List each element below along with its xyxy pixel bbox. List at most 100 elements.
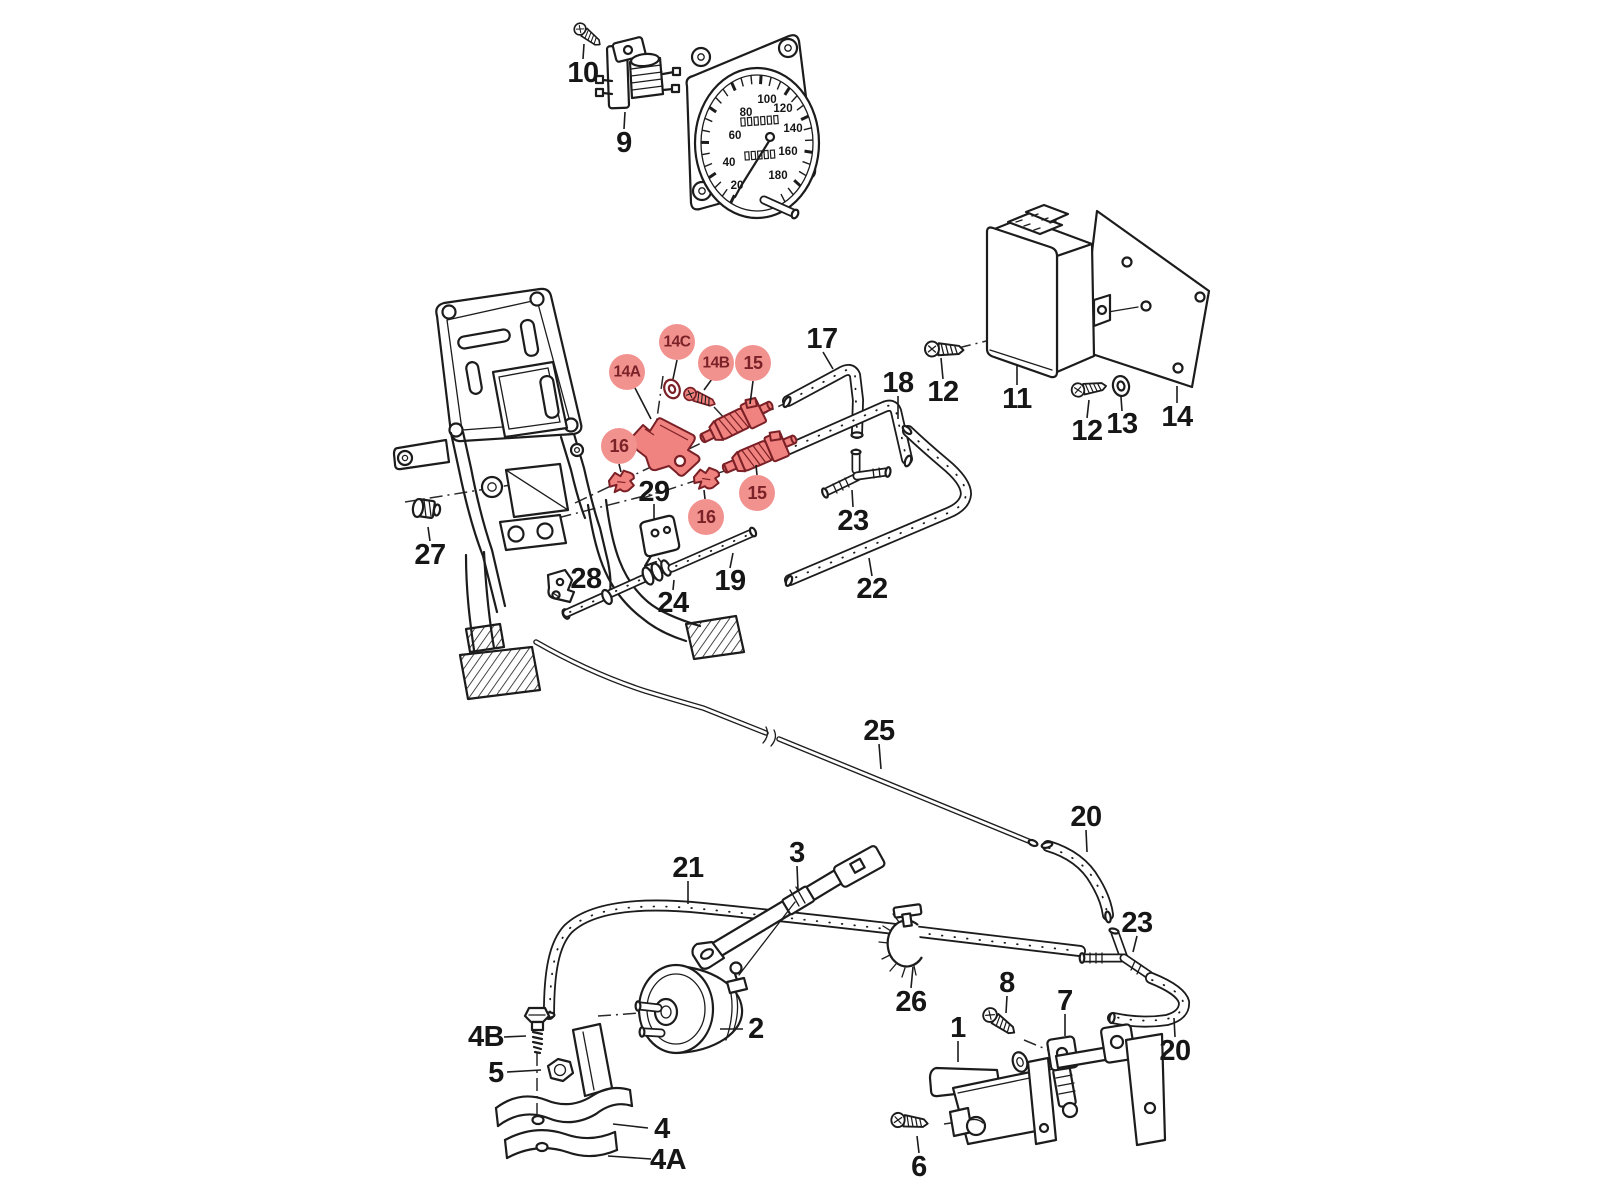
svg-text:140: 140 xyxy=(783,123,802,135)
screw-12b xyxy=(1069,378,1108,399)
svg-text:180: 180 xyxy=(768,170,787,182)
part-label-4A[interactable]: 4A xyxy=(650,1144,687,1176)
part-label-14C[interactable]: 14C xyxy=(659,324,695,360)
part-label-29[interactable]: 29 xyxy=(638,476,670,508)
svg-text:10: 10 xyxy=(567,57,598,89)
svg-text:6: 6 xyxy=(911,1151,927,1183)
screw-14b xyxy=(681,385,719,411)
part-label-21[interactable]: 21 xyxy=(672,852,704,884)
part-label-4[interactable]: 4 xyxy=(654,1113,671,1145)
part-label-7[interactable]: 7 xyxy=(1057,985,1073,1017)
hose-22 xyxy=(784,424,972,587)
bolt-4b xyxy=(523,1006,551,1055)
t-connector-23b xyxy=(1078,927,1154,980)
part-label-16[interactable]: 16 xyxy=(601,428,637,464)
part-label-13[interactable]: 13 xyxy=(1106,408,1138,440)
part-label-11[interactable]: 11 xyxy=(1002,383,1033,415)
part-label-12[interactable]: 12 xyxy=(927,376,959,408)
part-label-15[interactable]: 15 xyxy=(739,475,775,511)
svg-text:21: 21 xyxy=(672,852,704,884)
svg-text:7: 7 xyxy=(1057,985,1073,1017)
svg-text:28: 28 xyxy=(570,563,602,595)
part-label-24[interactable]: 24 xyxy=(657,587,689,619)
svg-text:120: 120 xyxy=(773,103,792,115)
pedal-pad-small xyxy=(464,622,506,654)
svg-text:14: 14 xyxy=(1161,401,1193,433)
part-label-25[interactable]: 25 xyxy=(863,715,895,747)
washer-13 xyxy=(1111,374,1131,398)
svg-text:23: 23 xyxy=(837,505,869,537)
part-label-23[interactable]: 23 xyxy=(1121,907,1153,939)
speedometer-ticks xyxy=(700,75,813,204)
bracket-4 xyxy=(494,1086,634,1128)
part-label-15[interactable]: 15 xyxy=(735,345,771,381)
part-label-14B[interactable]: 14B xyxy=(698,345,734,381)
part-label-16[interactable]: 16 xyxy=(688,499,724,535)
svg-text:16: 16 xyxy=(609,436,629,456)
svg-text:20: 20 xyxy=(1159,1035,1190,1067)
part-label-5[interactable]: 5 xyxy=(488,1057,505,1089)
part-label-20[interactable]: 20 xyxy=(1070,801,1102,833)
part-label-9[interactable]: 9 xyxy=(616,127,633,159)
svg-text:15: 15 xyxy=(743,353,763,373)
svg-text:4: 4 xyxy=(654,1113,670,1145)
leader-lines xyxy=(427,43,1178,1160)
svg-text:19: 19 xyxy=(714,565,746,597)
t-connector-23a xyxy=(821,448,892,499)
part-label-14[interactable]: 14 xyxy=(1161,401,1193,433)
svg-text:3: 3 xyxy=(789,837,805,869)
svg-text:80: 80 xyxy=(740,107,753,119)
part-label-3[interactable]: 3 xyxy=(789,837,806,869)
hose-clamp-26 xyxy=(878,903,923,978)
screw-6 xyxy=(889,1111,930,1132)
svg-text:1: 1 xyxy=(950,1012,966,1044)
part-label-20[interactable]: 20 xyxy=(1159,1035,1191,1067)
part-label-22[interactable]: 22 xyxy=(856,573,888,605)
hose-20a xyxy=(1040,840,1114,924)
svg-text:14C: 14C xyxy=(664,334,691,351)
svg-text:22: 22 xyxy=(856,573,887,605)
part-label-14A[interactable]: 14A xyxy=(609,354,645,390)
part-label-18[interactable]: 18 xyxy=(882,367,914,399)
speedometer-odometer xyxy=(740,114,779,161)
svg-text:15: 15 xyxy=(747,483,767,503)
speed-switch xyxy=(571,20,682,110)
bracket-4-group xyxy=(494,1006,634,1160)
part-label-17[interactable]: 17 xyxy=(806,323,838,355)
part-label-28[interactable]: 28 xyxy=(570,563,602,595)
svg-text:13: 13 xyxy=(1106,408,1138,440)
bracket-4a xyxy=(503,1129,619,1160)
clip-16a xyxy=(606,468,637,495)
svg-text:12: 12 xyxy=(1071,415,1102,447)
svg-text:26: 26 xyxy=(895,986,927,1018)
svg-text:5: 5 xyxy=(488,1057,504,1089)
part-label-12[interactable]: 12 xyxy=(1071,415,1103,447)
hose-18 xyxy=(776,399,913,468)
screw-12a xyxy=(923,340,965,359)
bracket-29 xyxy=(639,514,681,575)
washer-14c xyxy=(663,378,681,400)
part-label-6[interactable]: 6 xyxy=(911,1151,928,1183)
part-label-4B[interactable]: 4B xyxy=(468,1021,505,1053)
svg-text:14A: 14A xyxy=(614,364,641,381)
svg-text:25: 25 xyxy=(863,715,895,747)
part-label-1[interactable]: 1 xyxy=(950,1012,967,1044)
part-label-8[interactable]: 8 xyxy=(999,967,1016,999)
part-label-27[interactable]: 27 xyxy=(414,539,446,571)
part-label-19[interactable]: 19 xyxy=(714,565,746,597)
nut-5 xyxy=(546,1057,575,1083)
svg-text:20: 20 xyxy=(1070,801,1101,833)
svg-text:40: 40 xyxy=(723,157,736,169)
part-label-23[interactable]: 23 xyxy=(837,505,869,537)
part-label-10[interactable]: 10 xyxy=(567,57,599,89)
svg-text:9: 9 xyxy=(616,127,632,159)
svg-text:60: 60 xyxy=(729,130,742,142)
part-label-26[interactable]: 26 xyxy=(895,986,927,1018)
part-label-2[interactable]: 2 xyxy=(748,1013,764,1045)
bracket-7 xyxy=(1026,1023,1167,1147)
svg-text:8: 8 xyxy=(999,967,1015,999)
